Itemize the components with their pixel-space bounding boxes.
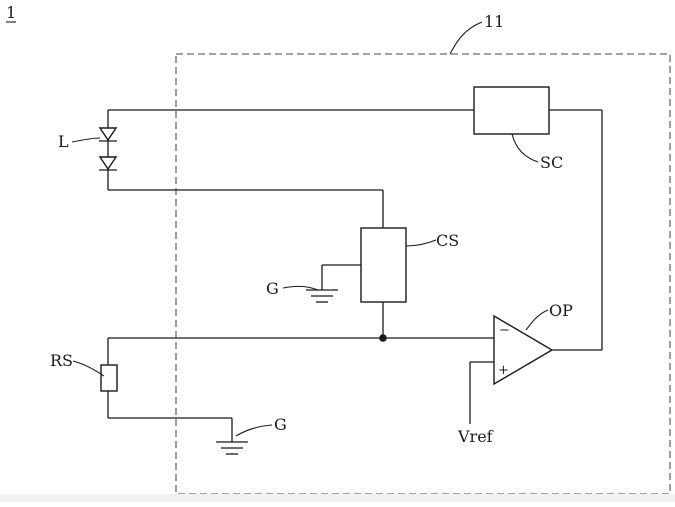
sense-resistor-leader-line [72,360,105,377]
op-amp-leader-line [525,309,549,331]
op-amp-triangle [493,314,554,386]
op-amp-plus-sign: + [498,363,509,378]
cs-ground-label: G [266,279,279,298]
module-label: 11 [484,12,504,31]
op-amp-minus-sign: − [499,323,510,338]
sense-ground-leader-line [235,424,273,437]
led-leader-line [71,137,101,143]
switch-circuit-leader-line [511,133,539,163]
cs-ground-leader-line [282,285,319,291]
figure-number: 1 [6,3,16,22]
bottom-strip [0,494,675,502]
current-source-box [360,227,407,303]
sense-resistor-label: RS [50,351,73,370]
cs-ground-symbol [306,289,338,303]
led-diode-1 [98,127,118,142]
current-source-leader-line [405,239,437,247]
module-leader-line [449,21,483,55]
sense-ground-label: G [274,415,287,434]
switch-circuit-label: SC [540,153,563,172]
sense-ground-symbol [216,441,248,455]
sense-resistor-box [100,364,118,392]
junction-dot [379,334,387,342]
current-source-label: CS [436,231,459,250]
switch-circuit-box [473,86,550,135]
module-boundary [175,53,671,495]
op-amp-label: OP [549,301,573,320]
led-diode-2 [98,156,118,171]
led-label: L [58,132,69,151]
vref-label: Vref [457,427,494,446]
